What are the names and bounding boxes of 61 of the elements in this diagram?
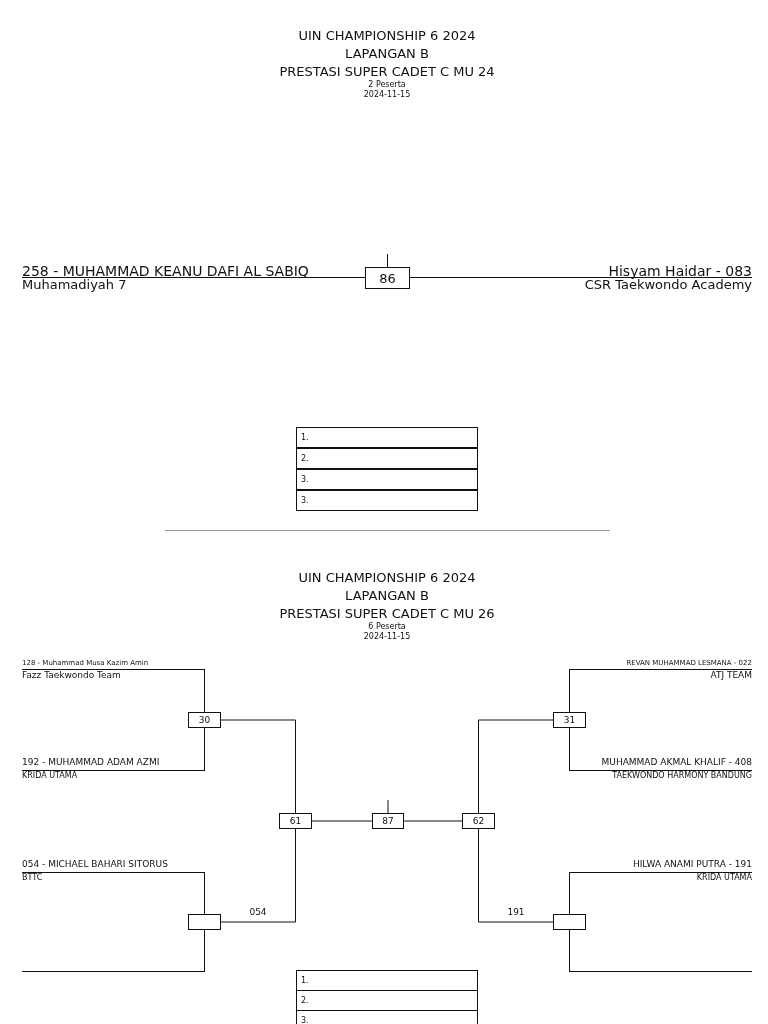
- heading: PRESTASI SUPER CADET C MU 24: [279, 64, 495, 80]
- team-name: KRIDA UTAMA: [22, 771, 79, 781]
- team-name: Muhamadiyah 7: [22, 278, 128, 293]
- table-cell: 2.: [296, 448, 478, 469]
- match-box: 30: [188, 712, 221, 728]
- edge-label: 191: [507, 907, 525, 917]
- heading: LAPANGAN B: [345, 46, 429, 62]
- competitor-name: 054 - MICHAEL BAHARI SITORUS: [22, 859, 205, 873]
- bracket-connector: [568, 872, 570, 915]
- competitor-name: HILWA ANAMI PUTRA - 191: [569, 859, 752, 873]
- bracket-connector: [568, 727, 570, 771]
- heading: UIN CHAMPIONSHIP 6 2024: [298, 28, 476, 44]
- table-cell: 3.: [296, 490, 478, 511]
- subheading: 2024-11-15: [363, 632, 411, 642]
- competitor-name: MUHAMMAD AKMAL KHALIF - 408: [569, 757, 752, 771]
- heading: PRESTASI SUPER CADET C MU 26: [279, 606, 495, 622]
- match-box: [188, 914, 221, 930]
- match-box: [553, 914, 586, 930]
- table-cell: 3.: [296, 469, 478, 490]
- table-cell: 1.: [296, 970, 478, 991]
- bracket-connector: [568, 669, 570, 713]
- edge-label: 054: [249, 907, 267, 917]
- bracket-connector: [478, 719, 554, 814]
- team-name: KRIDA UTAMA: [695, 873, 752, 883]
- heading: LAPANGAN B: [345, 588, 429, 604]
- bracket-connector: [409, 277, 431, 279]
- team-name: Fazz Taekwondo Team: [22, 670, 122, 681]
- team-name: CSR Taekwondo Academy: [583, 278, 752, 293]
- subheading: 2024-11-15: [363, 90, 411, 100]
- bracket-connector: [403, 820, 463, 822]
- bracket-connector: [204, 872, 206, 915]
- match-box: 86: [365, 267, 410, 289]
- team-name: ATJ TEAM: [709, 670, 752, 681]
- match-box: 31: [553, 712, 586, 728]
- bracket-line: [569, 971, 752, 972]
- match-box: 62: [462, 813, 495, 829]
- team-name: BTTC: [22, 873, 44, 883]
- bracket-connector: [204, 727, 206, 771]
- bracket-connector: [344, 277, 366, 279]
- team-name: TAEKWONDO HARMONY BANDUNG: [611, 771, 752, 781]
- bracket-connector: [204, 929, 206, 972]
- table-cell: 2.: [296, 990, 478, 1011]
- bracket-connector: [387, 253, 388, 268]
- bracket-connector: [220, 828, 296, 923]
- bracket-connector: [478, 828, 554, 923]
- match-box: 87: [372, 813, 404, 829]
- heading: UIN CHAMPIONSHIP 6 2024: [298, 570, 476, 586]
- subheading: 2 Peserta: [368, 80, 406, 90]
- bracket-line: [22, 971, 205, 972]
- competitor-name: Hisyam Haidar - 083: [430, 263, 752, 278]
- bracket-connector: [568, 929, 570, 972]
- bracket-connector: [387, 799, 389, 814]
- match-box: 61: [279, 813, 312, 829]
- bracket-connector: [204, 669, 206, 713]
- table-cell: 3.: [296, 1010, 478, 1024]
- subheading: 6 Peserta: [368, 622, 406, 632]
- bracket-connector: [311, 820, 373, 822]
- bracket-connector: [220, 719, 296, 814]
- table-cell: 1.: [296, 427, 478, 448]
- competitor-name: 258 - MUHAMMAD KEANU DAFI AL SABIQ: [22, 263, 345, 278]
- competitor-name: 192 - MUHAMMAD ADAM AZMI: [22, 757, 205, 771]
